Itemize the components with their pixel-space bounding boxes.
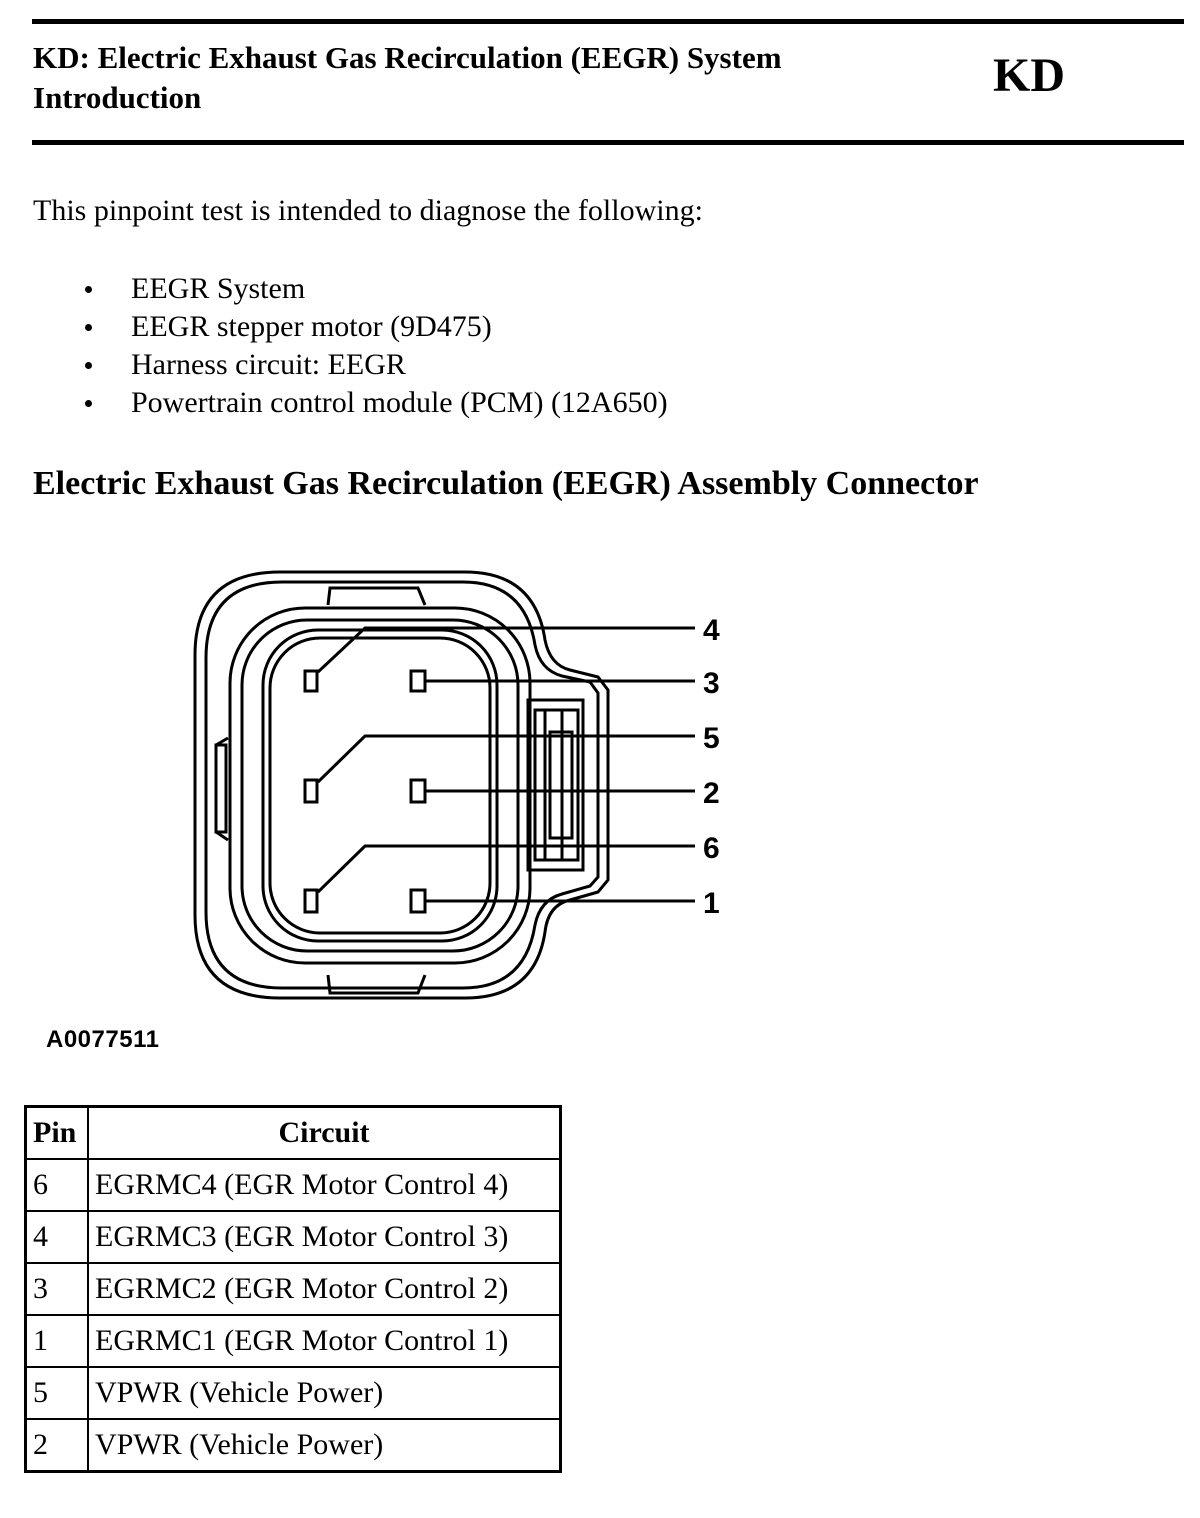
pin-label-3: 3 [703,667,720,700]
table-row: 4 EGRMC3 (EGR Motor Control 3) [24,1210,562,1264]
pin-cavity-1 [409,888,427,914]
bullet-icon [85,362,92,369]
circuit-cell: VPWR (Vehicle Power) [87,1366,562,1420]
circuit-cell: EGRMC2 (EGR Motor Control 2) [87,1262,562,1316]
connector-second-shell [204,580,600,990]
pin-table: Pin Circuit 6 EGRMC4 (EGR Motor Control … [24,1105,562,1473]
pin-cavity-6 [303,888,319,914]
list-item-text: Harness circuit: EEGR [131,348,406,381]
circuit-cell: VPWR (Vehicle Power) [87,1418,562,1473]
pin-label-5: 5 [703,722,720,755]
pin-label-6: 6 [703,832,720,865]
figure-id: A0077511 [46,1026,160,1053]
list-item-text: EEGR stepper motor (9D475) [131,310,492,343]
page-title-line1: KD: Electric Exhaust Gas Recirculation (… [33,40,782,75]
circuit-cell: EGRMC3 (EGR Motor Control 3) [87,1210,562,1264]
column-header-circuit: Circuit [87,1105,562,1160]
list-item: EEGR System [80,270,668,308]
intro-text: This pinpoint test is intended to diagno… [33,194,703,227]
section-heading: Electric Exhaust Gas Recirculation (EEGR… [33,465,979,502]
page-title: KD: Electric Exhaust Gas Recirculation (… [33,38,933,118]
pin-cell: 5 [24,1366,89,1420]
leader-line-6 [316,844,695,894]
pin-cavity-5 [303,778,319,804]
pin-label-2: 2 [703,777,720,810]
list-item: Harness circuit: EEGR [80,346,668,384]
connector-outer-shell [193,570,610,1000]
list-item-text: Powertrain control module (PCM) (12A650) [131,386,668,419]
bullet-icon [85,400,92,407]
pin-cell: 6 [24,1158,89,1212]
side-lock-right [526,698,585,872]
pin-cell: 2 [24,1418,89,1473]
pin-label-4: 4 [703,614,720,647]
list-item-text: EEGR System [131,272,306,305]
table-row: 6 EGRMC4 (EGR Motor Control 4) [24,1158,562,1212]
pin-cell: 1 [24,1314,89,1368]
table-row: 1 EGRMC1 (EGR Motor Control 1) [24,1314,562,1368]
diagnose-list: EEGR System EEGR stepper motor (9D475) H… [80,270,668,422]
circuit-cell: EGRMC1 (EGR Motor Control 1) [87,1314,562,1368]
latch-bottom [326,974,427,995]
column-header-pin: Pin [24,1105,89,1160]
circuit-cell: EGRMC4 (EGR Motor Control 4) [87,1158,562,1212]
table-row: 5 VPWR (Vehicle Power) [24,1366,562,1420]
connector-inner-wall [228,606,532,965]
page-title-line2: Introduction [33,80,202,115]
leader-line-4 [316,626,695,674]
bullet-icon [85,324,92,331]
connector-diagram: 4 3 5 2 6 1 [193,570,720,1000]
header-top-rule [32,19,1184,24]
pin-cell: 4 [24,1210,89,1264]
pin-cavity-2 [409,778,427,804]
table-header-row: Pin Circuit [24,1105,562,1160]
table-row: 3 EGRMC2 (EGR Motor Control 2) [24,1262,562,1316]
pin-cavity-4 [303,669,319,693]
pin-cavity-3 [409,669,427,693]
pin-cell: 3 [24,1262,89,1316]
leader-line-5 [316,734,695,784]
table-row: 2 VPWR (Vehicle Power) [24,1418,562,1473]
list-item: EEGR stepper motor (9D475) [80,308,668,346]
section-code: KD [993,49,1065,102]
latch-top [326,586,427,606]
list-item: Powertrain control module (PCM) (12A650) [80,384,668,422]
header-bottom-rule [32,140,1184,145]
pin-label-1: 1 [703,887,720,920]
bullet-icon [85,286,92,293]
